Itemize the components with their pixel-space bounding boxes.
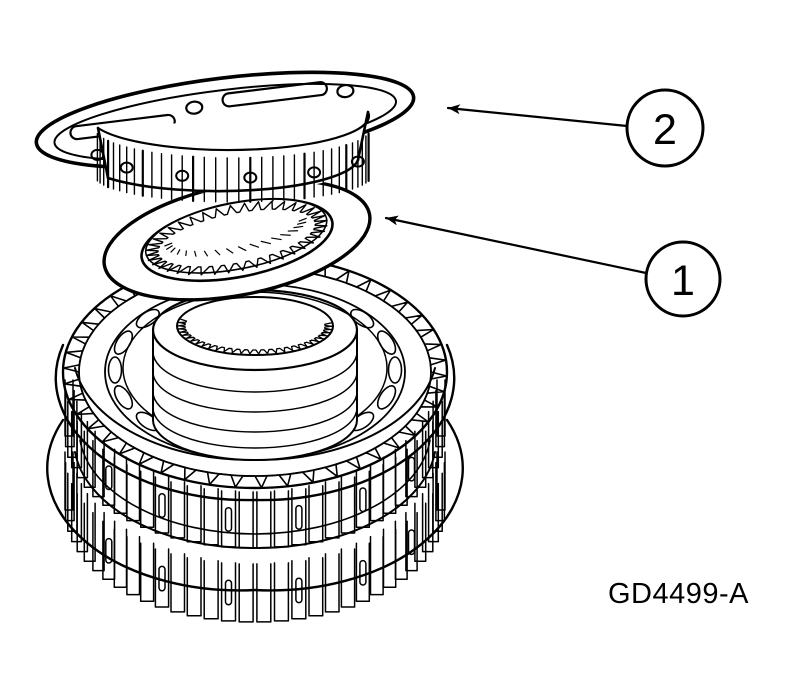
callout-1-label: 1: [671, 257, 695, 305]
washer-internal-splines: [145, 200, 328, 276]
thrust-washer: [102, 178, 372, 302]
callout-circles: [625, 88, 722, 318]
plate-ribbed-band: [90, 110, 371, 203]
drum-spline-blocks: [64, 379, 446, 623]
hub-internal-splines: [176, 318, 334, 356]
retaining-plate: [34, 70, 416, 203]
callout-2-label: 2: [653, 106, 677, 154]
clutch-hub-assembly: [46, 254, 464, 623]
callout-2-circle: [625, 88, 705, 168]
leader-line-2: [446, 104, 629, 128]
inner-hub: [151, 288, 359, 461]
leader-line-1: [384, 215, 648, 275]
leader-lines: [384, 104, 648, 275]
callout-1-circle: [644, 240, 722, 318]
flange-holes: [185, 83, 355, 115]
figure-id-label: GD4499-A: [608, 578, 750, 610]
band-ribs: [90, 132, 370, 203]
